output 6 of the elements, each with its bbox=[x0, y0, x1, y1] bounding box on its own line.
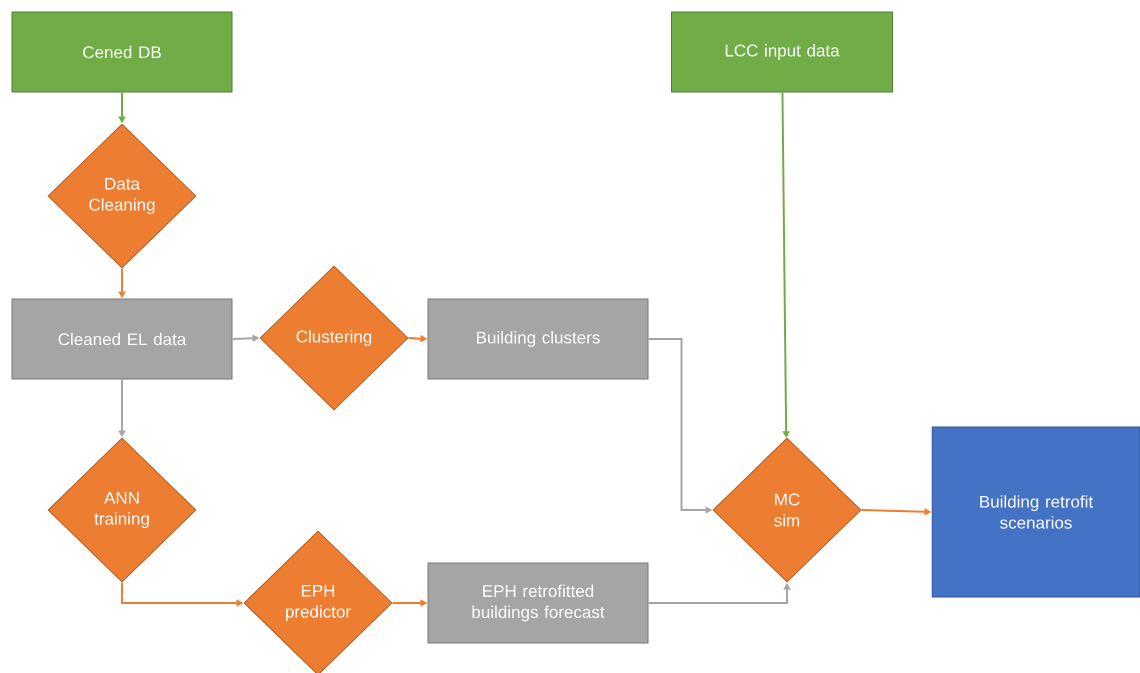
process-box: EPH retrofitted buildings forecast bbox=[427, 562, 649, 644]
process-box: Building clusters bbox=[427, 298, 649, 380]
process-box: Cleaned EL data bbox=[11, 298, 233, 380]
process-box: Cened DB bbox=[11, 11, 233, 93]
process-box: LCC input data bbox=[671, 11, 893, 93]
process-box: Building retrofit scenarios bbox=[931, 426, 1140, 598]
